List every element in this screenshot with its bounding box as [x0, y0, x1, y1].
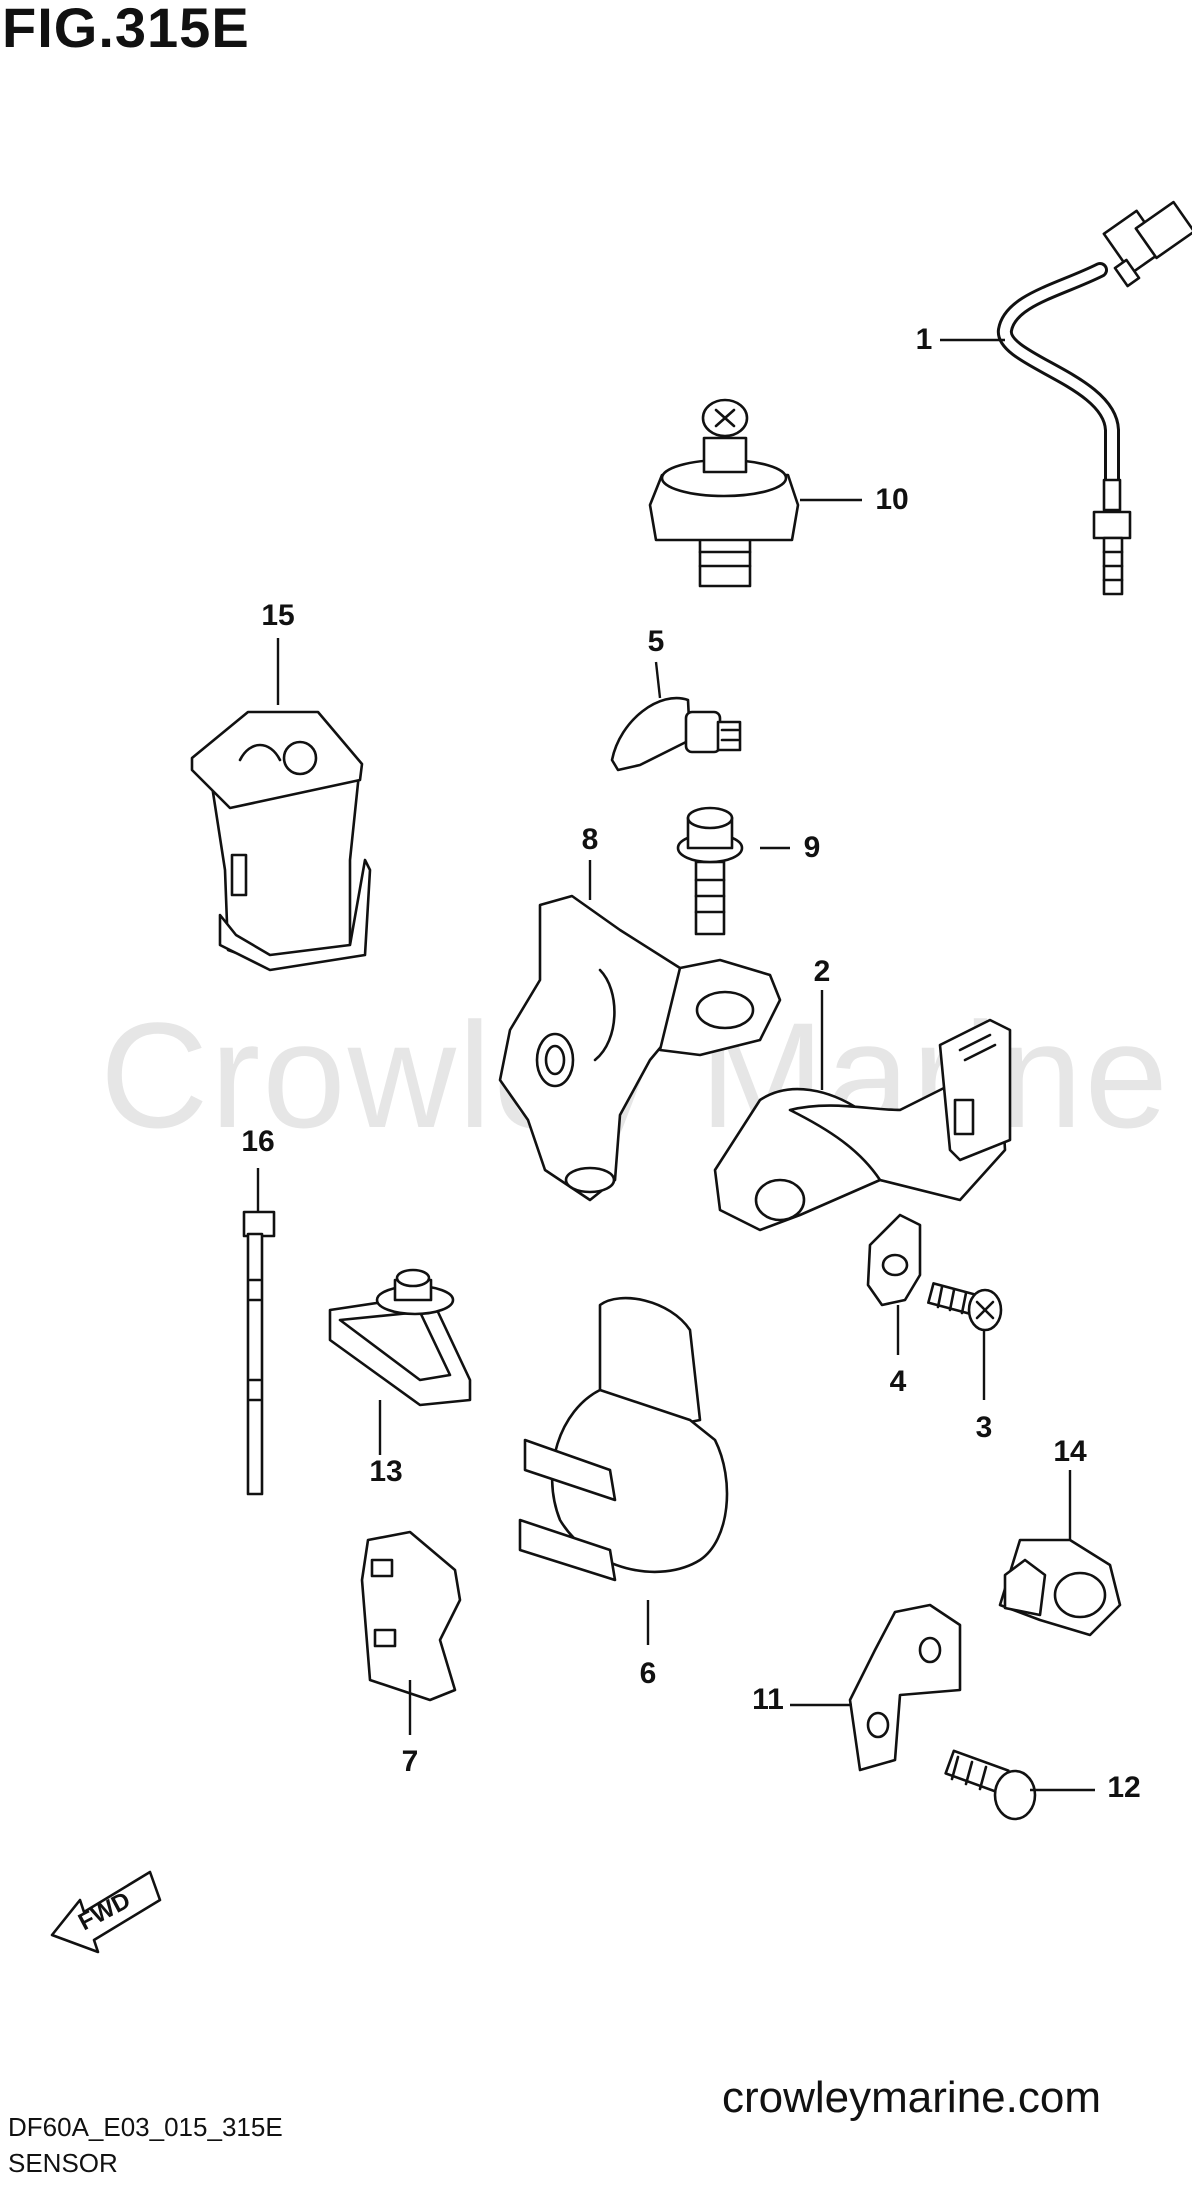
callout-13: 13: [369, 1455, 403, 1488]
part-7-plate[interactable]: [360, 1530, 462, 1702]
part-1-lead-wire[interactable]: [997, 200, 1192, 596]
callout-15: 15: [261, 599, 295, 632]
callout-14: 14: [1053, 1435, 1087, 1468]
part-12-bolt[interactable]: [944, 1749, 1037, 1821]
part-16-cable-tie[interactable]: [242, 1210, 276, 1496]
callout-8: 8: [581, 823, 599, 856]
part-15-cover[interactable]: [190, 710, 372, 972]
callout-6: 6: [639, 1657, 657, 1690]
callout-7: 7: [401, 1745, 419, 1778]
callout-5: 5: [647, 625, 665, 658]
callout-10: 10: [875, 483, 909, 516]
part-9-bolt[interactable]: [676, 806, 744, 936]
callout-3: 3: [975, 1411, 993, 1444]
part-11-bracket[interactable]: [848, 1603, 962, 1772]
callout-1: 1: [915, 323, 933, 356]
part-3-screw[interactable]: [927, 1282, 1003, 1332]
callout-16: 16: [241, 1125, 275, 1158]
part-2-sensor[interactable]: [713, 1018, 1012, 1232]
figure-title: FIG.315E: [2, 0, 250, 59]
leader-lines: [256, 338, 1095, 1792]
part-10-pressure-switch[interactable]: [648, 398, 800, 588]
site-link[interactable]: crowleymarine.com: [722, 2073, 1101, 2122]
callout-9: 9: [803, 831, 821, 864]
part-8-bracket[interactable]: [498, 894, 782, 1202]
callout-12: 12: [1107, 1771, 1141, 1804]
part-14-clip[interactable]: [998, 1538, 1122, 1637]
callout-4: 4: [889, 1365, 907, 1398]
figure-name: SENSOR: [8, 2148, 118, 2178]
fwd-arrow-icon: [50, 1870, 162, 1954]
part-13-clip[interactable]: [328, 1268, 472, 1407]
part-4-plate[interactable]: [866, 1213, 922, 1307]
figure-code: DF60A_E03_015_315E: [8, 2112, 283, 2142]
callout-11: 11: [752, 1683, 784, 1716]
callout-2: 2: [813, 955, 831, 988]
part-5-cap[interactable]: [610, 696, 742, 772]
part-6-clamp[interactable]: [518, 1296, 729, 1582]
